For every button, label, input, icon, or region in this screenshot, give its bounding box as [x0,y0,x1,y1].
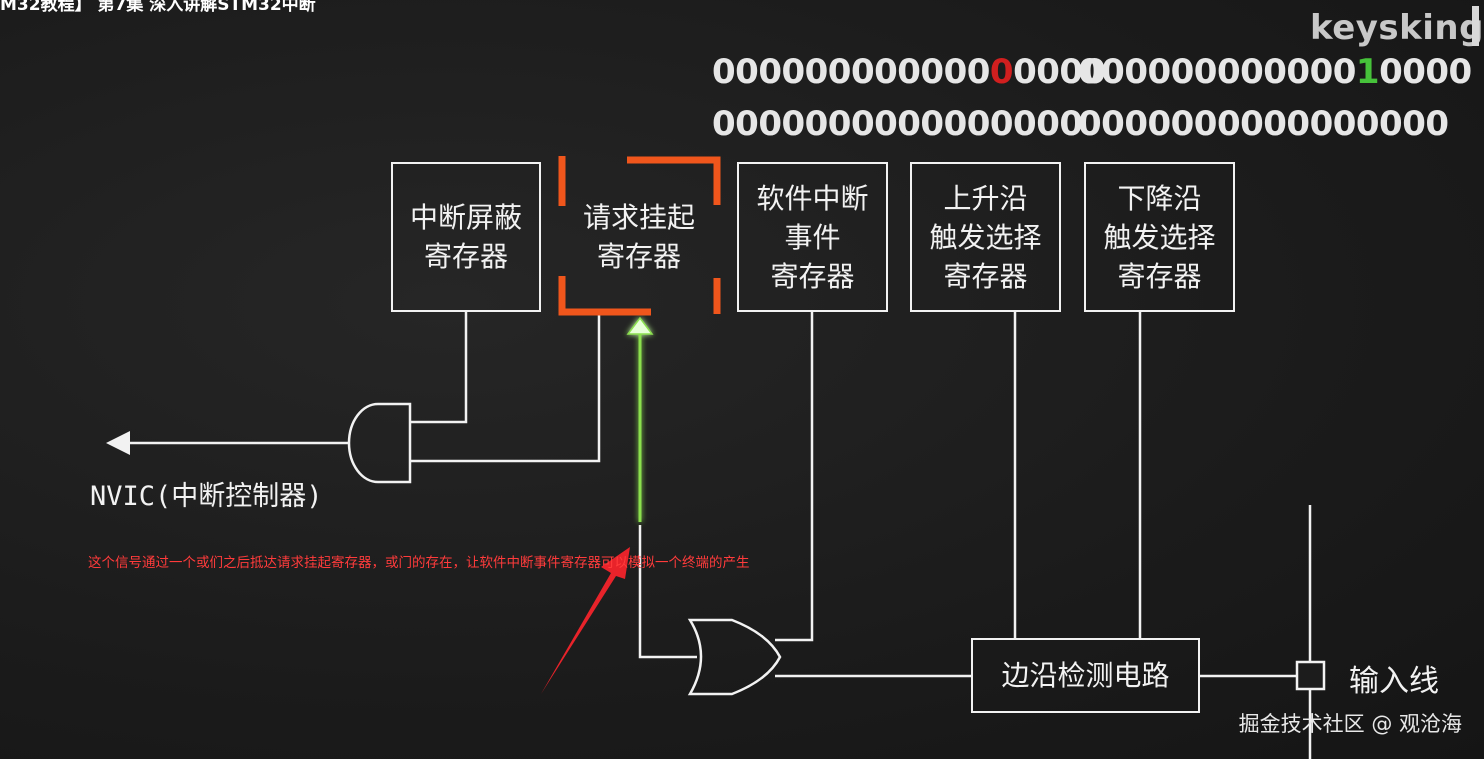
watermark: 掘金技术社区 @ 观沧海 [1238,712,1462,736]
nvic-label: NVIC(中断控制器) [90,481,323,512]
nvic-arrow-icon [106,431,130,455]
wire-mask-to-and [410,312,468,424]
brand-logo: keysking [1310,8,1484,48]
signal-arrow-icon [626,316,654,335]
and-gate [347,402,412,484]
wire-pending-to-and [410,312,601,463]
input-line-node [1295,660,1326,691]
bit-highlight-green: 1 [1355,52,1380,92]
video-title: M32教程】 第7集 深入讲解STM32中断 [0,0,316,15]
edge-detection-circuit: 边沿检测电路 [971,638,1200,713]
software-interrupt-event-register: 软件中断 事件 寄存器 [737,162,888,312]
interrupt-mask-register: 中断屏蔽 寄存器 [391,162,541,312]
wire-swier-to-or [775,312,814,642]
bits-left-row1: 00000000000000000 [712,52,1106,92]
bits-right-row1: 00000000000010000 [1078,52,1472,92]
bit-highlight-red: 0 [989,52,1014,92]
rising-trigger-register: 上升沿 触发选择 寄存器 [910,162,1061,312]
or-gate [687,618,782,696]
annotation-pointer-arrow [541,547,630,694]
falling-trigger-register: 下降沿 触发选择 寄存器 [1084,162,1235,312]
input-line-label: 输入线 [1349,664,1439,699]
bits-left-row2: 0000000000000000 [712,104,1083,144]
pending-highlight-brackets [558,156,721,316]
annotation-text: 这个信号通过一个或们之后抵达请求挂起寄存器，或门的存在，让软件中断事件寄存器可以… [88,555,750,571]
wire-or-to-pending [638,525,697,659]
pending-request-register: 请求挂起 寄存器 [582,201,695,273]
logo-bar [1472,6,1479,46]
bits-right-row2: 0000000000000000 [1078,104,1449,144]
